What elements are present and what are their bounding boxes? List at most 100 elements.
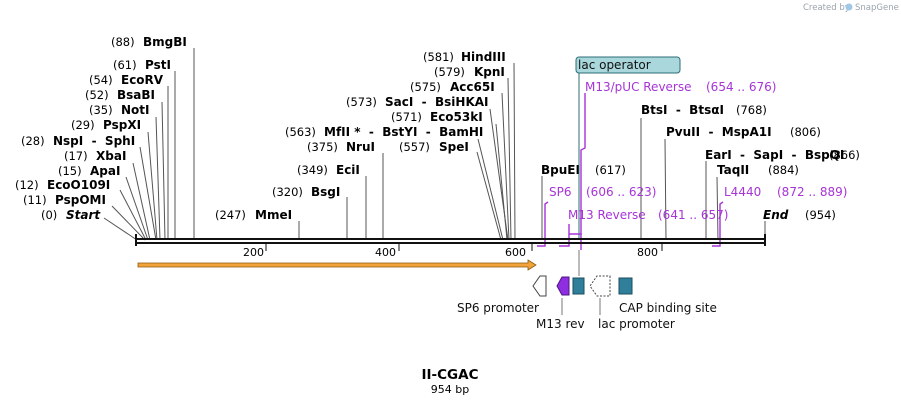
site-name[interactable]: BsgI bbox=[311, 185, 340, 199]
credit-text: Created by bbox=[803, 3, 850, 13]
orf-arrow[interactable] bbox=[137, 259, 537, 271]
site-name[interactable]: KpnI bbox=[474, 65, 505, 79]
feature-leaders bbox=[561, 250, 601, 315]
site-name[interactable]: EcoO109I bbox=[47, 178, 110, 192]
site-pos: (12) bbox=[15, 178, 39, 192]
site-pos: (884) bbox=[768, 163, 799, 177]
site-name[interactable]: NotI bbox=[121, 103, 150, 117]
lac-operator-label: lac operator bbox=[578, 58, 651, 72]
site-pos: (557) bbox=[399, 140, 430, 154]
snapgene-logo-icon bbox=[845, 3, 853, 11]
site-pos: (579) bbox=[434, 65, 465, 79]
lac-promoter-arrow[interactable] bbox=[589, 275, 611, 297]
site-name[interactable]: HindIII bbox=[461, 50, 506, 64]
site-pos: (28) bbox=[21, 134, 45, 148]
site-pos: (563) bbox=[285, 125, 316, 139]
site-name[interactable]: MfII * - BstYI - BamHI bbox=[324, 125, 483, 139]
site-pos: (54) bbox=[89, 73, 113, 87]
map-length: 954 bp bbox=[431, 383, 469, 396]
site-name[interactable]: BpuEI bbox=[541, 163, 580, 177]
site-labels-right: BpuEI (617) BtsI - BtsαI (768) PvuII - M… bbox=[541, 103, 860, 222]
primer-name[interactable]: SP6 bbox=[549, 185, 572, 199]
primer-name[interactable]: M13/pUC Reverse bbox=[585, 80, 692, 94]
dna-bottom-strand bbox=[137, 242, 765, 244]
dna-top-strand bbox=[137, 238, 765, 240]
site-name[interactable]: Eco53kI bbox=[430, 110, 483, 124]
site-pos: (768) bbox=[736, 103, 767, 117]
site-labels-left: (88) BmgBI (61) PstI (54) EcoRV (52) Bsa… bbox=[15, 35, 187, 222]
lac-operator-glyph[interactable] bbox=[572, 277, 585, 295]
start-label: Start bbox=[66, 208, 101, 222]
site-pos: (247) bbox=[215, 208, 246, 222]
site-name[interactable]: XbaI bbox=[96, 149, 126, 163]
m13-rev-label: M13 rev bbox=[536, 317, 585, 331]
site-name[interactable]: SacI - BsiHKAI bbox=[385, 95, 489, 109]
scale-ticks: 200 400 600 800 bbox=[243, 244, 663, 259]
site-name[interactable]: TaqII bbox=[717, 163, 749, 177]
site-name[interactable]: PstI bbox=[145, 58, 171, 72]
primer-brackets bbox=[537, 93, 724, 250]
site-pos: (320) bbox=[272, 185, 303, 199]
site-name[interactable]: EcoRV bbox=[121, 73, 164, 87]
site-pos: (35) bbox=[89, 103, 113, 117]
site-pos: (0) bbox=[41, 208, 57, 222]
site-pos: (866) bbox=[829, 148, 860, 162]
site-pos: (575) bbox=[410, 80, 441, 94]
primer-range: (654 .. 676) bbox=[706, 80, 776, 94]
lac-promoter-label: lac promoter bbox=[598, 317, 675, 331]
sp6-promoter-label: SP6 promoter bbox=[457, 301, 539, 315]
site-name[interactable]: NruI bbox=[346, 140, 375, 154]
site-name[interactable]: PspXI bbox=[103, 118, 141, 132]
site-pos: (375) bbox=[307, 140, 338, 154]
site-pos: (17) bbox=[64, 149, 88, 163]
site-name[interactable]: PspOMI bbox=[55, 193, 106, 207]
site-name[interactable]: MmeI bbox=[255, 208, 292, 222]
site-name[interactable]: PvuII - MspA1I bbox=[666, 125, 772, 139]
site-name[interactable]: EarI - SapI - BspQI bbox=[705, 148, 844, 162]
site-leader-lines bbox=[103, 48, 766, 241]
site-pos: (61) bbox=[113, 58, 137, 72]
tick-label: 800 bbox=[637, 246, 658, 259]
site-pos: (349) bbox=[297, 163, 328, 177]
m13-rev-arrow[interactable] bbox=[556, 276, 570, 296]
site-pos: (15) bbox=[58, 164, 82, 178]
site-pos: (573) bbox=[346, 95, 377, 109]
site-pos: (29) bbox=[71, 118, 95, 132]
site-name[interactable]: BtsI - BtsαI bbox=[641, 103, 724, 117]
site-pos: (617) bbox=[595, 163, 626, 177]
site-name[interactable]: NspI - SphI bbox=[53, 134, 135, 148]
site-name[interactable]: Acc65I bbox=[450, 80, 495, 94]
site-pos: (581) bbox=[423, 50, 454, 64]
dna-end-cap bbox=[764, 234, 766, 246]
dna-start-cap bbox=[135, 234, 137, 246]
primer-name[interactable]: M13 Reverse bbox=[568, 208, 646, 222]
site-name[interactable]: SpeI bbox=[439, 140, 469, 154]
sp6-promoter-arrow[interactable] bbox=[532, 275, 547, 297]
site-pos: (571) bbox=[391, 110, 422, 124]
site-name[interactable]: EciI bbox=[336, 163, 360, 177]
cap-binding-site-label: CAP binding site bbox=[619, 301, 717, 315]
site-labels-middle: (247) MmeI (320) BsgI (349) EciI (375) N… bbox=[215, 50, 506, 222]
site-name[interactable]: ApaI bbox=[90, 164, 120, 178]
site-pos: (954) bbox=[805, 208, 836, 222]
lac-operator-box[interactable] bbox=[575, 56, 681, 74]
site-pos: (52) bbox=[85, 88, 109, 102]
tick-label: 400 bbox=[375, 246, 396, 259]
site-pos: (88) bbox=[111, 35, 135, 49]
credit-brand: SnapGene bbox=[855, 3, 899, 13]
site-name[interactable]: BmgBI bbox=[143, 35, 187, 49]
site-pos: (11) bbox=[23, 193, 47, 207]
tick-label: 200 bbox=[243, 246, 264, 259]
site-pos: (806) bbox=[790, 125, 821, 139]
map-title: II-CGAC bbox=[422, 367, 479, 383]
primer-range: (872 .. 889) bbox=[777, 185, 847, 199]
end-label: End bbox=[763, 208, 789, 222]
primer-range: (641 .. 657) bbox=[658, 208, 728, 222]
primer-name[interactable]: L4440 bbox=[724, 185, 761, 199]
tick-label: 600 bbox=[505, 246, 526, 259]
cap-binding-site-glyph[interactable] bbox=[618, 277, 633, 295]
site-name[interactable]: BsaBI bbox=[117, 88, 155, 102]
primer-range: (606 .. 623) bbox=[586, 185, 656, 199]
